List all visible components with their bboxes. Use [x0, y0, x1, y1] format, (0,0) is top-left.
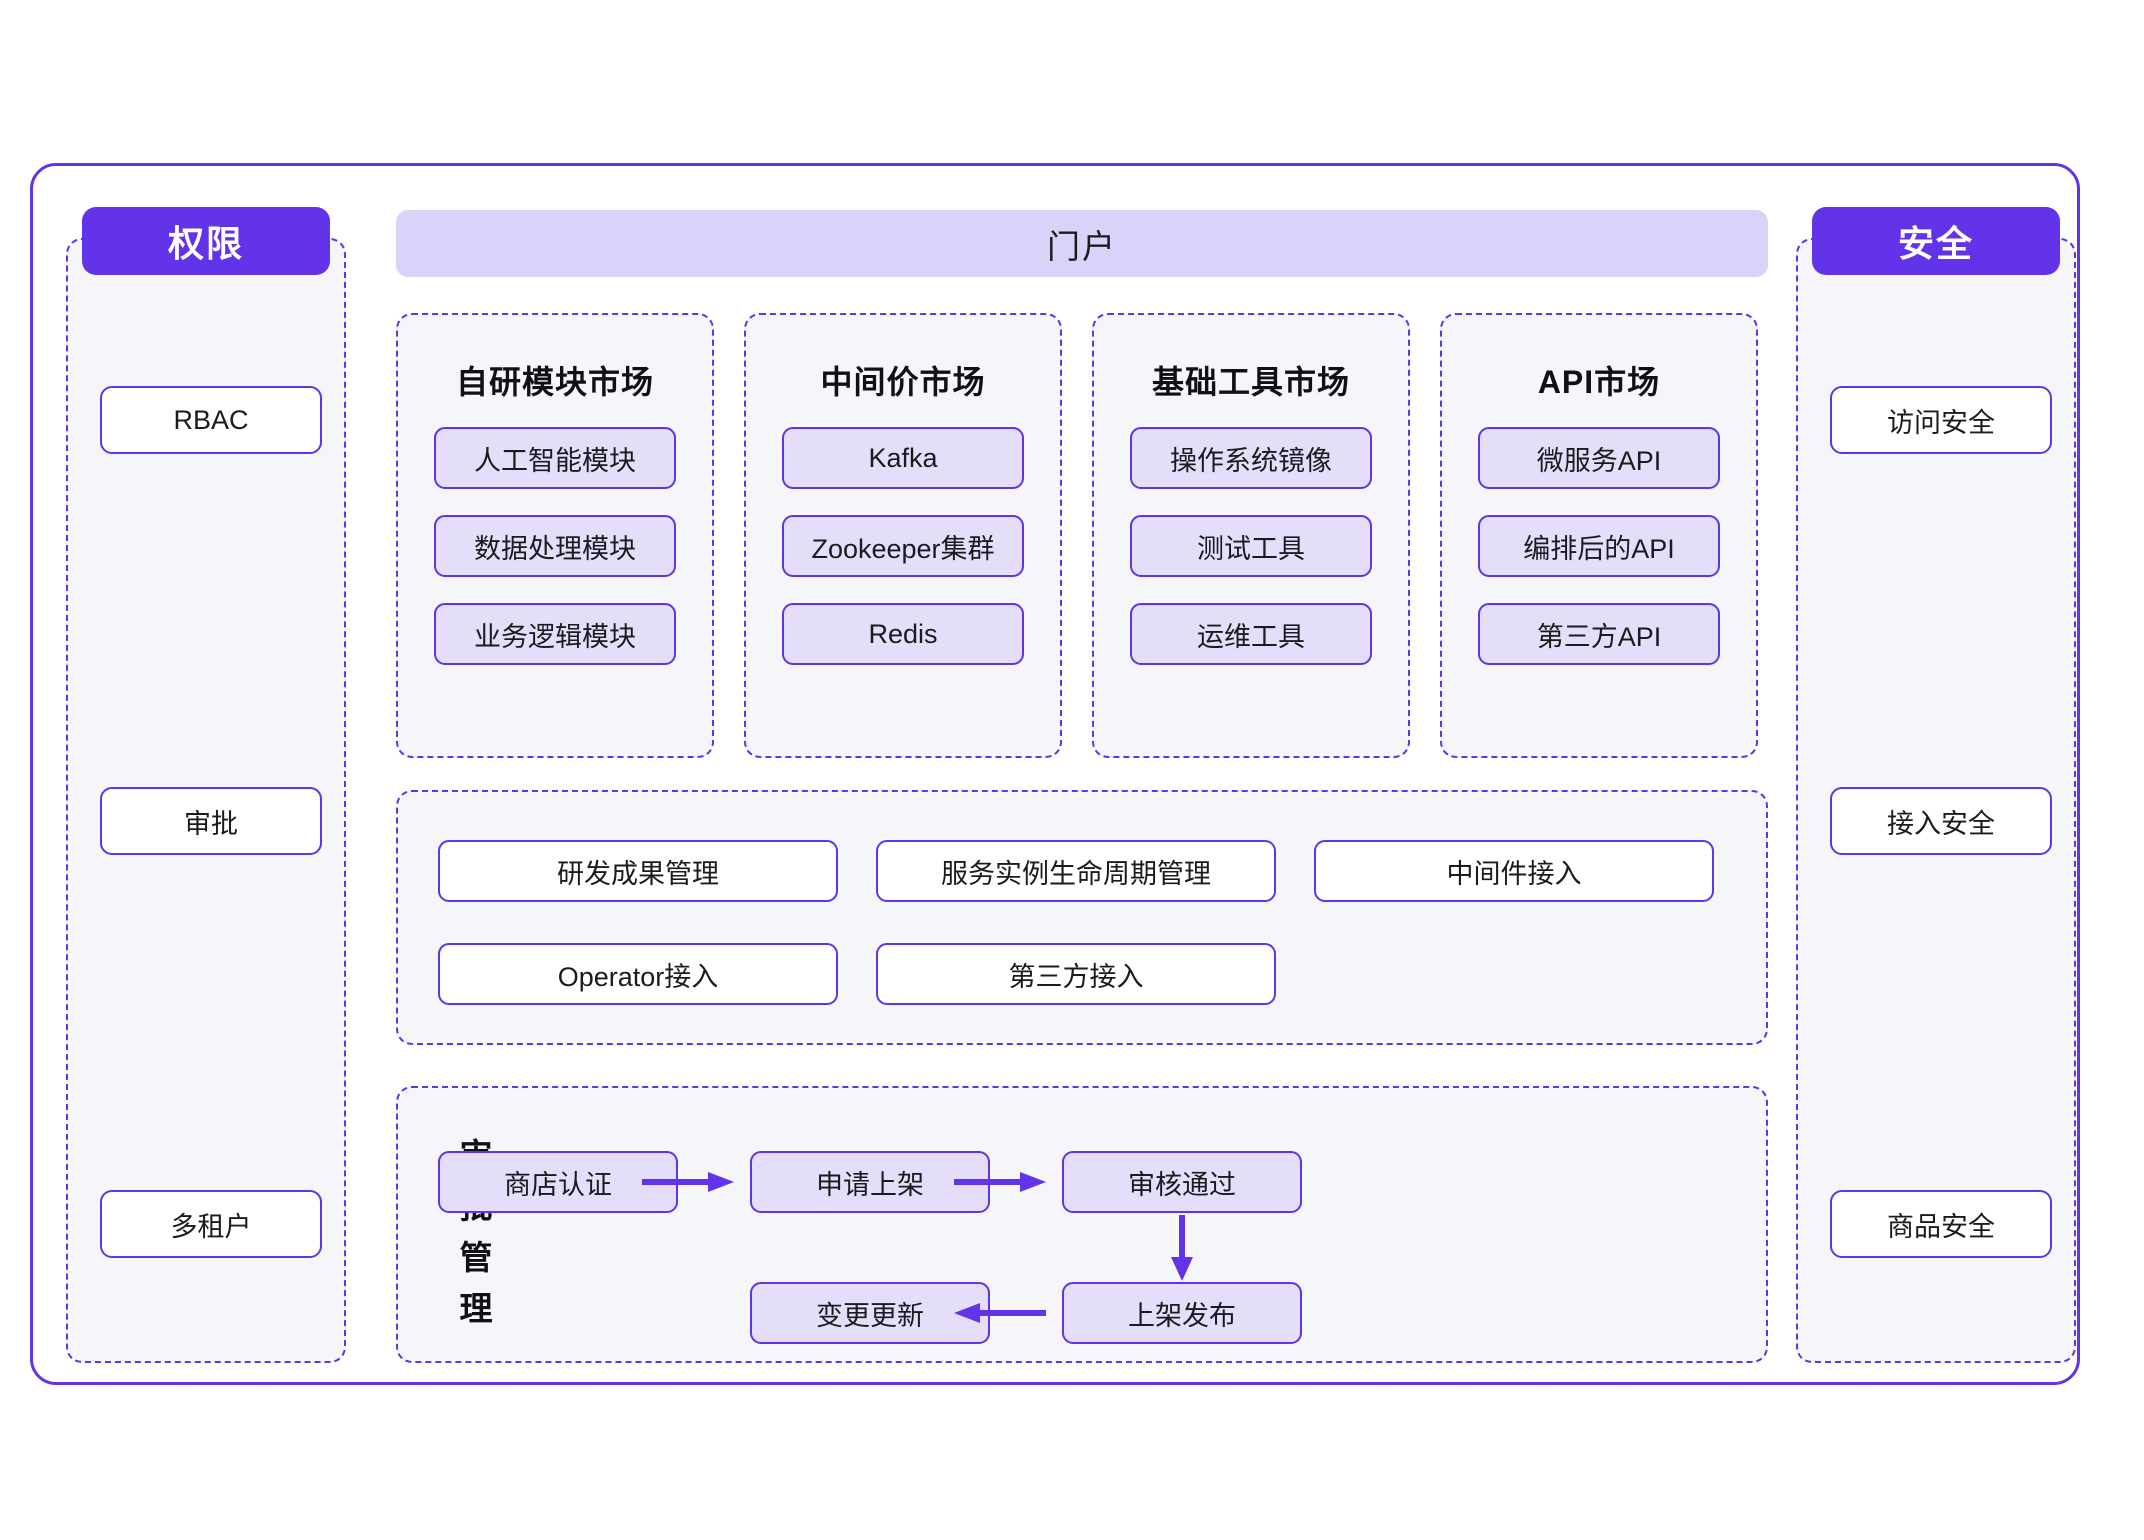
- market-item[interactable]: Kafka: [782, 427, 1024, 489]
- market-title: 基础工具市场: [1151, 364, 1350, 400]
- market-item[interactable]: 第三方API: [1478, 603, 1720, 665]
- security-item-connection[interactable]: 接入安全: [1830, 787, 2052, 855]
- flow-node-listing-published[interactable]: 上架发布: [1062, 1282, 1302, 1344]
- arrow-down-icon: [1169, 1215, 1195, 1281]
- market-item[interactable]: 数据处理模块: [434, 515, 676, 577]
- approval-management-section: 审 批 管 理 商店认证 申请上架 审核通过 上架发布 变更更新: [396, 1086, 1768, 1363]
- capability-item-third-party-access[interactable]: 第三方接入: [876, 943, 1276, 1005]
- arrow-left-icon: [954, 1302, 1046, 1324]
- arrow-right-icon: [642, 1171, 734, 1193]
- market-title: API市场: [1537, 364, 1661, 400]
- security-item-product[interactable]: 商品安全: [1830, 1190, 2052, 1258]
- market-card-base-tools: 基础工具市场 操作系统镜像 测试工具 运维工具: [1092, 313, 1410, 758]
- flow-node-change-update[interactable]: 变更更新: [750, 1282, 990, 1344]
- market-item[interactable]: 微服务API: [1478, 427, 1720, 489]
- approval-label-char: 管: [459, 1239, 493, 1277]
- capability-section: 研发成果管理 服务实例生命周期管理 中间件接入 Operator接入 第三方接入: [396, 790, 1768, 1045]
- portal-bar[interactable]: 门户: [396, 210, 1768, 277]
- permission-item-approval[interactable]: 审批: [100, 787, 322, 855]
- capability-item-middleware-access[interactable]: 中间件接入: [1314, 840, 1714, 902]
- arrow-right-icon: [954, 1171, 1046, 1193]
- market-item[interactable]: Zookeeper集群: [782, 515, 1024, 577]
- market-item[interactable]: 运维工具: [1130, 603, 1372, 665]
- market-card-api: API市场 微服务API 编排后的API 第三方API: [1440, 313, 1758, 758]
- flow-node-apply-listing[interactable]: 申请上架: [750, 1151, 990, 1213]
- market-item[interactable]: 测试工具: [1130, 515, 1372, 577]
- market-item[interactable]: 操作系统镜像: [1130, 427, 1372, 489]
- capability-item-operator-access[interactable]: Operator接入: [438, 943, 838, 1005]
- market-item[interactable]: 编排后的API: [1478, 515, 1720, 577]
- market-title: 自研模块市场: [455, 364, 654, 400]
- market-item[interactable]: 人工智能模块: [434, 427, 676, 489]
- capability-item-rnd-assets[interactable]: 研发成果管理: [438, 840, 838, 902]
- flow-node-shop-certification[interactable]: 商店认证: [438, 1151, 678, 1213]
- permission-item-multitenant[interactable]: 多租户: [100, 1190, 322, 1258]
- market-title: 中间价市场: [820, 364, 986, 400]
- permission-badge: 权限: [82, 207, 330, 275]
- flow-node-review-passed[interactable]: 审核通过: [1062, 1151, 1302, 1213]
- permission-item-rbac[interactable]: RBAC: [100, 386, 322, 454]
- market-card-self-developed: 自研模块市场 人工智能模块 数据处理模块 业务逻辑模块: [396, 313, 714, 758]
- security-item-access[interactable]: 访问安全: [1830, 386, 2052, 454]
- security-badge: 安全: [1812, 207, 2060, 275]
- market-card-middleware: 中间价市场 Kafka Zookeeper集群 Redis: [744, 313, 1062, 758]
- capability-item-service-lifecycle[interactable]: 服务实例生命周期管理: [876, 840, 1276, 902]
- market-item[interactable]: Redis: [782, 603, 1024, 665]
- market-item[interactable]: 业务逻辑模块: [434, 603, 676, 665]
- approval-label-char: 理: [459, 1290, 493, 1328]
